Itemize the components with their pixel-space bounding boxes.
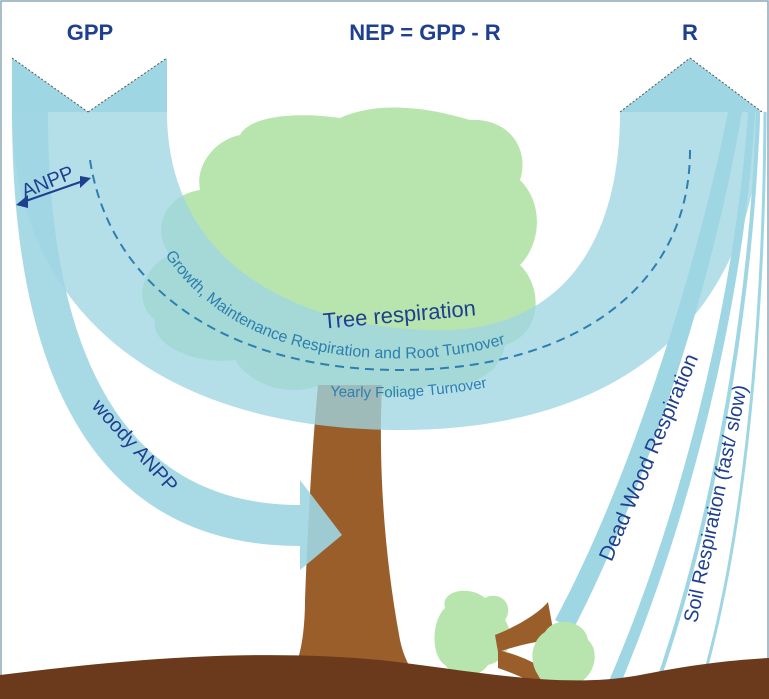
r-arrow-edge <box>619 57 691 113</box>
anpp-arrowhead <box>80 176 91 188</box>
small-shrub-left <box>434 590 511 676</box>
soil-flux-3 <box>698 111 767 691</box>
anpp-double-arrow <box>19 179 87 204</box>
ground-soil <box>0 655 769 699</box>
anpp-arrowhead <box>16 195 28 208</box>
foliage-turnover-divider <box>89 149 691 372</box>
gpp-arrow <box>12 58 167 112</box>
soil-flux-2 <box>653 111 760 691</box>
gpp-arrow-edge <box>11 57 89 113</box>
gpp-to-r-flux <box>12 112 760 430</box>
small-shrub-right <box>532 621 595 689</box>
woody-anpp-flux <box>12 112 342 570</box>
nep-equation: NEP = GPP - R <box>349 20 501 45</box>
r-arrow-edge <box>689 57 763 113</box>
tree-trunk <box>280 385 430 690</box>
gpp-label: GPP <box>67 20 113 45</box>
dead-wood-flux <box>555 112 742 630</box>
r-arrow <box>620 58 762 112</box>
r-label: R <box>682 20 698 45</box>
